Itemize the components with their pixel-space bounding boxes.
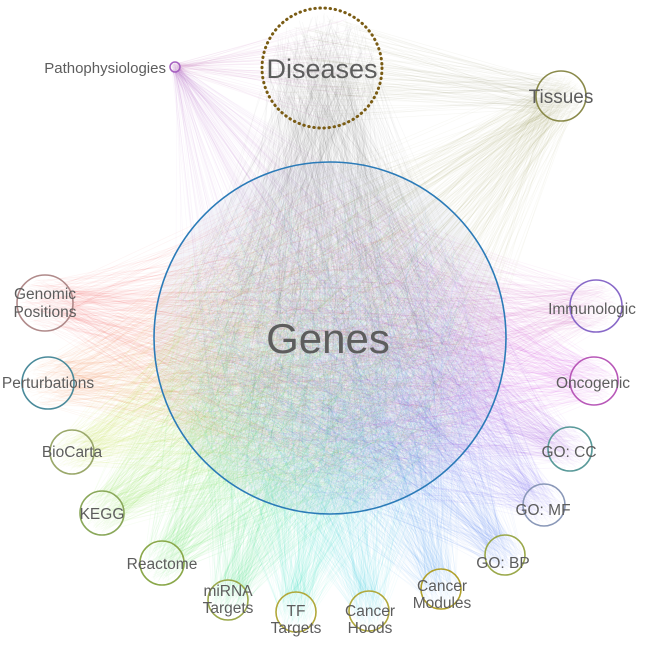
edge-fan-tissues-diseases (272, 20, 583, 122)
label-diseases: Diseases (266, 54, 377, 84)
edge-fan-perturbations-genes (25, 182, 484, 498)
label-reactome: Reactome (127, 556, 198, 573)
node-kegg[interactable] (79, 490, 125, 536)
node-genomic_positions[interactable] (16, 274, 74, 332)
edge-fan-kegg-genes (82, 179, 485, 534)
label-go_mf: GO: MF (515, 502, 570, 519)
node-tissues[interactable] (535, 70, 587, 122)
label-tissues: Tissues (529, 87, 594, 108)
label-biocarta: BioCarta (42, 444, 103, 461)
edge-fan-go_cc-genes (174, 181, 589, 498)
label-oncogenic: Oncogenic (556, 375, 630, 392)
node-biocarta[interactable] (49, 429, 95, 475)
edge-fan-go_mf-genes (171, 178, 563, 524)
node-tf_targets[interactable] (275, 591, 317, 633)
node-oncogenic[interactable] (569, 356, 619, 406)
edge-fan-biocarta-genes (53, 182, 478, 494)
edge-fan-go_bp-genes (179, 184, 524, 573)
edge-fan-immunologic-genes (169, 181, 620, 500)
edge-fan-tf_targets-genes (171, 186, 487, 628)
label-genes: Genes (266, 315, 390, 362)
edge-fan-mirna_targets-genes (177, 181, 488, 618)
node-go_cc[interactable] (547, 426, 593, 472)
node-immunologic[interactable] (569, 279, 623, 333)
node-cancer_hoods[interactable] (348, 590, 390, 632)
label-pathophysiologies: Pathophysiologies (44, 60, 166, 77)
edge-fan-oncogenic-genes (178, 188, 616, 499)
edge-fan-cancer_hoods-genes (171, 177, 483, 629)
label-go_cc: GO: CC (541, 444, 596, 461)
node-genes[interactable] (153, 161, 507, 515)
node-mirna_targets[interactable] (207, 579, 249, 621)
label-immunologic: Immunologic (548, 301, 636, 318)
node-go_mf[interactable] (522, 483, 566, 527)
edge-fan-genes-pathophysiologies (170, 62, 486, 494)
genes-underlay (154, 162, 506, 514)
node-diseases[interactable] (260, 6, 384, 130)
node-cancer_modules[interactable] (420, 568, 462, 610)
node-pathophysiologies[interactable] (169, 61, 181, 73)
node-reactome[interactable] (139, 540, 185, 586)
node-perturbations[interactable] (21, 356, 75, 410)
edge-fan-reactome-genes (143, 180, 485, 583)
edge-fan-genomic_positions-genes (19, 184, 486, 498)
label-kegg: KEGG (80, 506, 125, 523)
label-perturbations: Perturbations (2, 375, 94, 392)
edge-fan-pathophysiologies-diseases (170, 18, 373, 122)
node-go_bp[interactable] (484, 534, 526, 576)
edge-fan-cancer_modules-genes (175, 181, 487, 607)
edge-fan-genes-tissues (179, 73, 583, 496)
label-go_bp: GO: BP (476, 555, 529, 572)
